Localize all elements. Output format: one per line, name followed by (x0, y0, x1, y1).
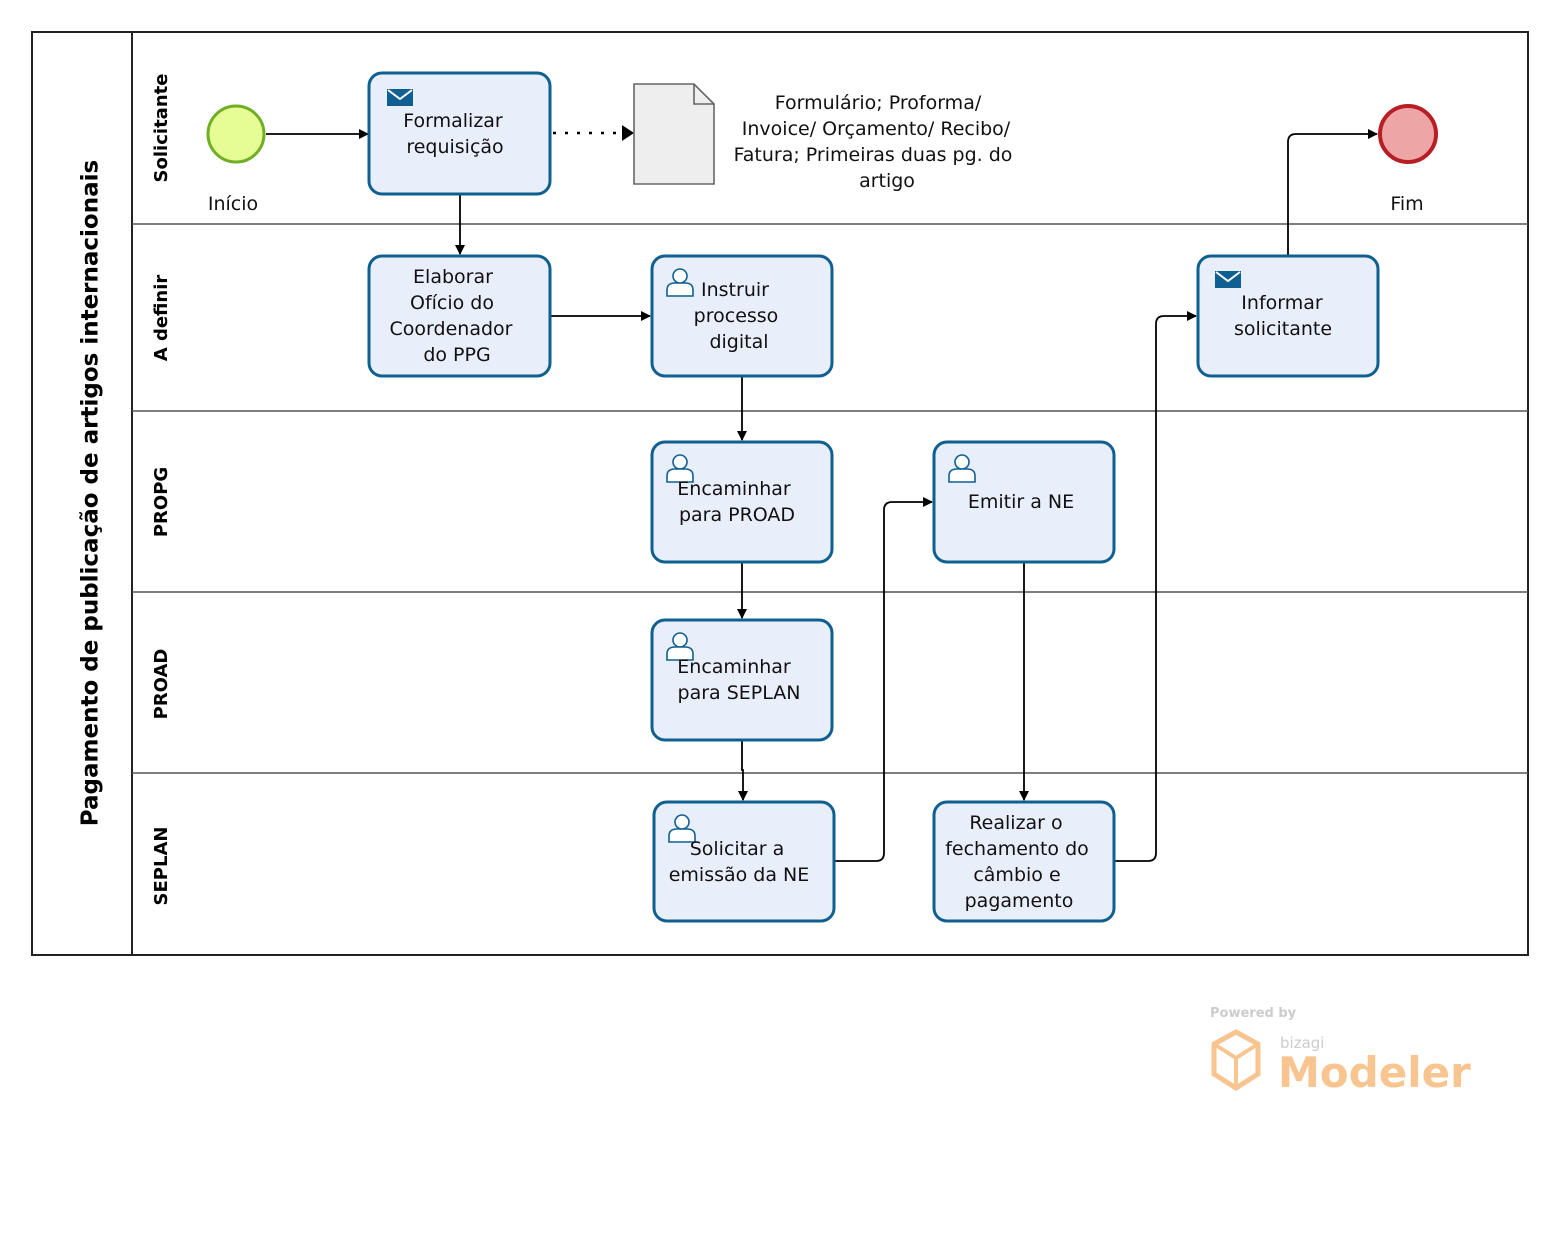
task-label-line: processo (694, 305, 779, 327)
lane-label-a-definir: A definir (151, 275, 172, 362)
data-object-line-4: artigo (859, 170, 915, 192)
task-label-line: Formalizar (403, 110, 503, 132)
data-object-line-1: Formulário; Proforma/ (775, 92, 982, 114)
task-label-line: pagamento (965, 890, 1074, 912)
sequence-flows (266, 125, 1378, 862)
task-label-line: requisição (406, 136, 503, 158)
user-icon (948, 454, 976, 483)
lane-label-seplan: SEPLAN (151, 827, 172, 906)
user-icon (668, 814, 696, 843)
envelope-icon (1215, 271, 1241, 288)
end-event-circle[interactable] (1378, 104, 1438, 164)
lane-label-solicitante: Solicitante (151, 74, 172, 183)
task-label-line: digital (709, 331, 768, 353)
data-object-line-2: Invoice/ Orçamento/ Recibo/ (742, 118, 1011, 140)
watermark-brand: bizagi (1280, 1034, 1324, 1052)
task-label-line: Realizar o (969, 812, 1062, 834)
flow-realizar-to-informar (1115, 311, 1197, 862)
flow-informar-to-end (1287, 129, 1378, 255)
task-elaborar-oficio[interactable]: Elaborar Ofício do Coordenador do PPG (367, 254, 552, 378)
flow-encaminhar-seplan-to-solicitar (738, 741, 748, 801)
task-label-line: fechamento do (945, 838, 1089, 860)
task-label-line: para SEPLAN (678, 682, 801, 704)
task-encaminhar-para-proad[interactable]: Encaminhar para PROAD (650, 440, 834, 564)
watermark-powered-by: Powered by (1210, 1006, 1297, 1021)
bizagi-logo-icon (1211, 1029, 1261, 1091)
task-label-line: emissão da NE (669, 864, 810, 886)
task-label-line: Coordenador (390, 318, 513, 340)
start-event[interactable]: Início (206, 104, 266, 215)
data-object-line-3: Fatura; Primeiras duas pg. do (734, 144, 1013, 166)
task-informar-solicitante[interactable]: Informar solicitante (1196, 254, 1380, 378)
start-event-label: Início (208, 193, 258, 215)
task-formalizar-requisicao[interactable]: Formalizar requisição (367, 71, 552, 196)
end-event-label: Fim (1390, 193, 1423, 215)
task-label-line: Encaminhar (677, 656, 791, 678)
task-instruir-processo[interactable]: Instruir processo digital (650, 254, 834, 378)
task-label-line: Informar (1241, 292, 1323, 314)
task-solicitar-emissao-ne[interactable]: Solicitar a emissão da NE (652, 800, 836, 923)
association-arrowhead (622, 125, 634, 141)
task-realizar-fechamento[interactable]: Realizar o fechamento do câmbio e pagame… (932, 800, 1116, 923)
pool-title: Pagamento de publicação de artigos inter… (78, 160, 104, 826)
user-icon (666, 632, 694, 661)
document-icon[interactable] (633, 83, 715, 185)
task-encaminhar-para-seplan[interactable]: Encaminhar para SEPLAN (650, 618, 834, 742)
flow-solicitar-to-emitir-ne (835, 497, 933, 862)
envelope-icon (387, 89, 413, 106)
task-label-line: do PPG (423, 344, 490, 366)
watermark-product: Modeler (1278, 1048, 1471, 1097)
data-object[interactable]: Formulário; Proforma/ Invoice/ Orçamento… (633, 83, 1013, 192)
user-icon (666, 454, 694, 483)
task-label-line: câmbio e (973, 864, 1060, 886)
lane-label-proad: PROAD (151, 649, 172, 720)
user-icon (666, 268, 694, 297)
task-label-line: Encaminhar (677, 478, 791, 500)
task-label-line: Instruir (701, 279, 769, 301)
lane-label-propg: PROPG (151, 467, 172, 537)
task-label-line: Elaborar (413, 266, 493, 288)
task-label-line: Ofício do (410, 292, 494, 314)
bizagi-watermark: Powered by bizagi Modeler (1210, 1006, 1471, 1097)
task-label-line: Solicitar a (690, 838, 785, 860)
task-label-line: solicitante (1234, 318, 1332, 340)
task-label-line: para PROAD (679, 504, 795, 526)
start-event-circle[interactable] (206, 104, 266, 164)
end-event[interactable]: Fim (1378, 104, 1438, 215)
task-label-line: Emitir a NE (968, 491, 1074, 513)
task-emitir-ne[interactable]: Emitir a NE (932, 440, 1116, 564)
